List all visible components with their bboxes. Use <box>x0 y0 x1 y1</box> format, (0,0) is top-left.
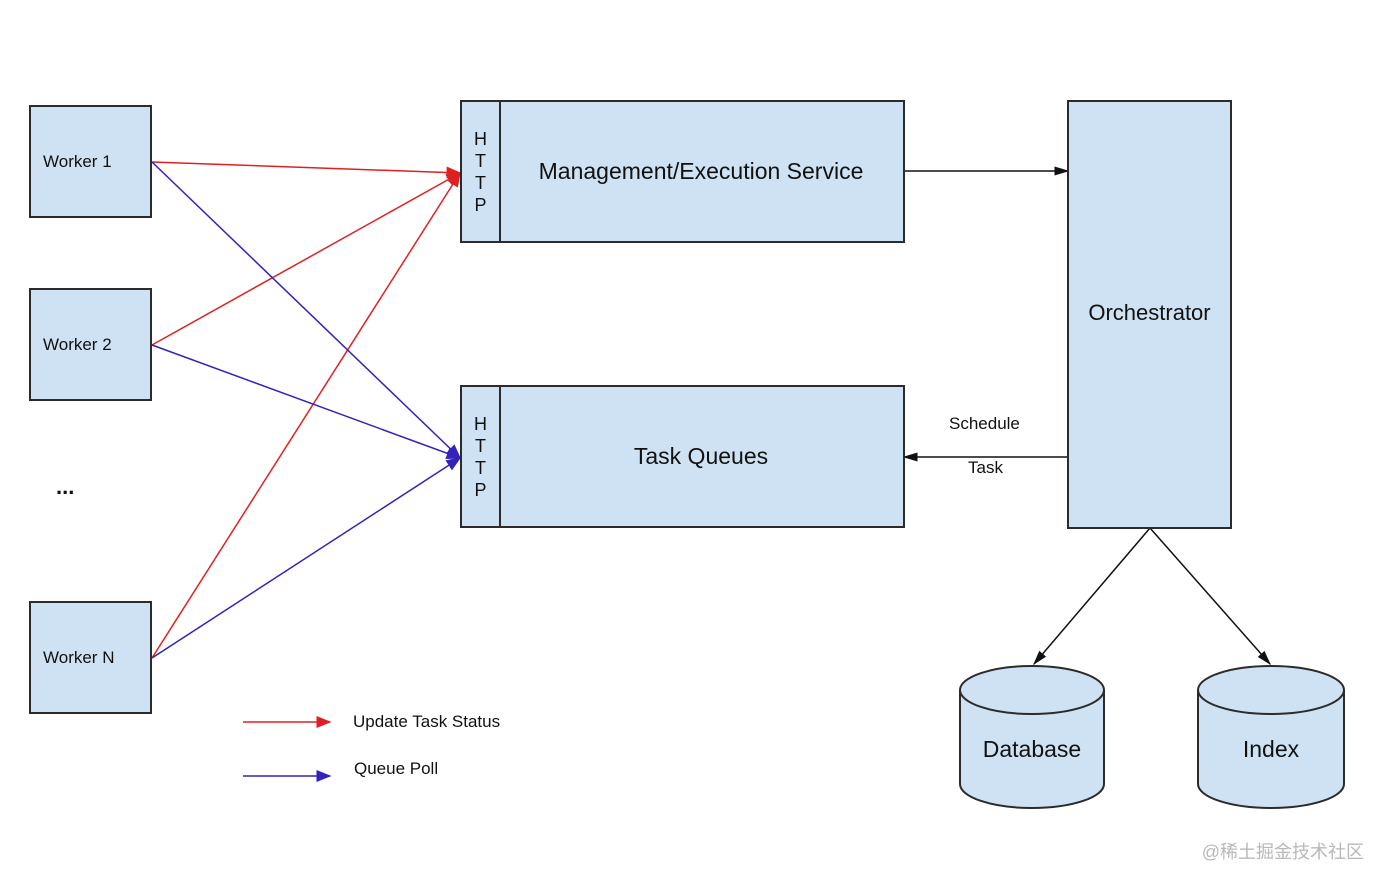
database-cylinder <box>959 665 1105 809</box>
index-cylinder <box>1197 665 1345 809</box>
database-label: Database <box>982 736 1082 762</box>
index-label: Index <box>1242 736 1300 762</box>
update-line-worker1 <box>151 161 462 179</box>
legend-poll-label: Queue Poll <box>354 759 439 778</box>
orchestrator-label: Orchestrator <box>1088 300 1211 325</box>
poll-line-workern <box>151 457 462 659</box>
http-letter: H <box>474 128 487 149</box>
worker-1-label: Worker 1 <box>43 151 112 171</box>
http-letter: T <box>475 150 486 171</box>
orchestrator-to-index-arrow <box>1149 527 1271 666</box>
http-letter: T <box>475 172 486 193</box>
http-letter: P <box>474 194 487 215</box>
worker-1-box: Worker 1 <box>29 105 152 218</box>
poll-line-worker1 <box>151 161 462 460</box>
task-label: Task <box>968 458 1003 477</box>
http-letter: T <box>475 435 486 456</box>
management-http-strip: H T T P <box>462 102 501 241</box>
management-service-box: H T T P Management/Execution Service <box>460 100 905 243</box>
schedule-label: Schedule <box>949 414 1020 433</box>
workers-ellipsis: ... <box>56 474 75 499</box>
management-service-label: Management/Execution Service <box>538 158 864 184</box>
orchestrator-box: Orchestrator <box>1067 100 1232 529</box>
worker-2-box: Worker 2 <box>29 288 152 401</box>
update-line-workern <box>151 171 461 659</box>
task-queues-box: H T T P Task Queues <box>460 385 905 528</box>
task-queues-label: Task Queues <box>633 443 769 469</box>
worker-2-label: Worker 2 <box>43 334 112 354</box>
http-letter: H <box>474 413 487 434</box>
legend-update-label: Update Task Status <box>353 712 501 731</box>
poll-line-worker2 <box>151 344 462 459</box>
update-line-worker2 <box>151 172 462 346</box>
http-letter: P <box>474 479 487 500</box>
task-queues-http-strip: H T T P <box>462 387 501 526</box>
orchestrator-to-database-arrow <box>1033 527 1151 666</box>
watermark-text: @稀土掘金技术社区 <box>1201 842 1364 862</box>
http-letter: T <box>475 457 486 478</box>
worker-n-box: Worker N <box>29 601 152 714</box>
worker-n-label: Worker N <box>43 647 115 667</box>
